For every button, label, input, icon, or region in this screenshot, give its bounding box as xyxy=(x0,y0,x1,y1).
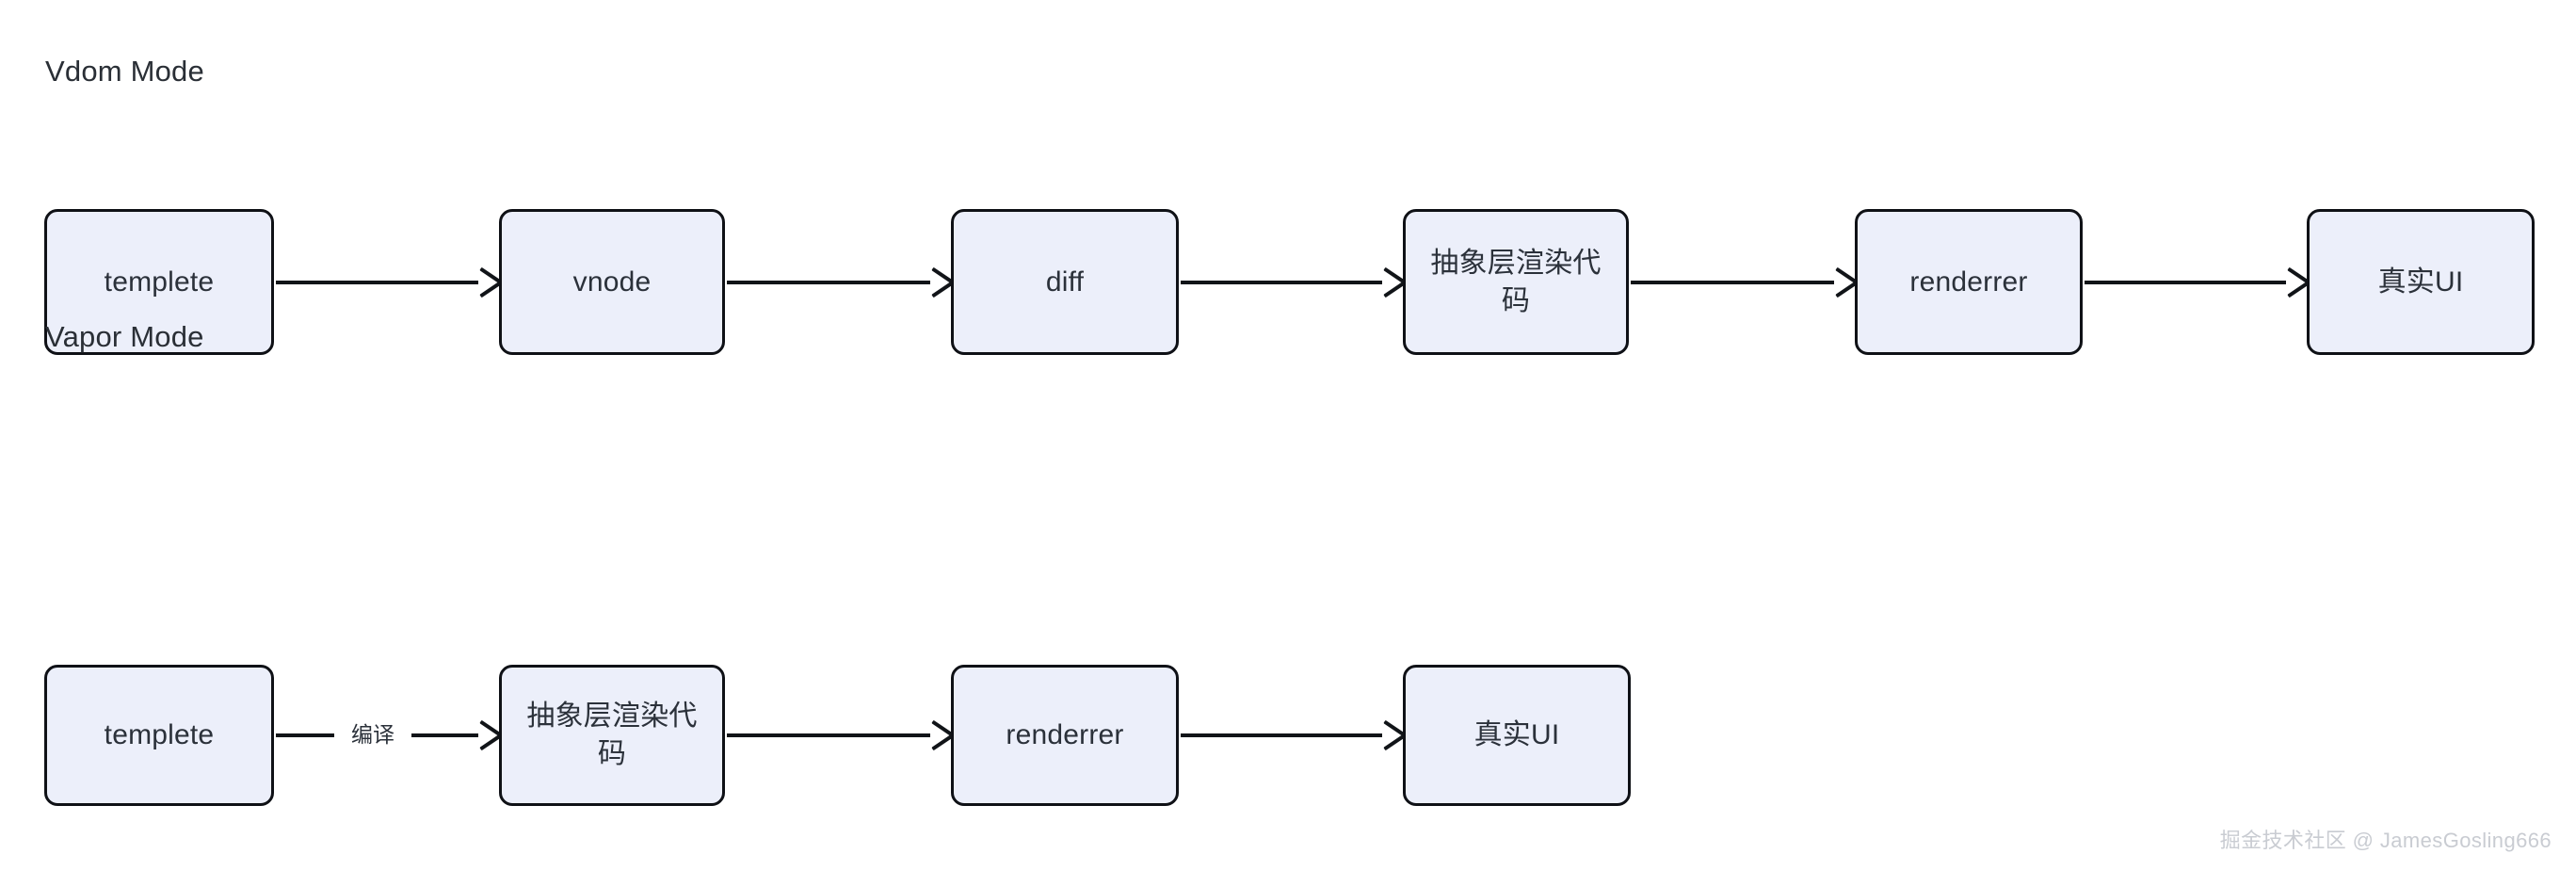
edge-vapor-3 xyxy=(1181,717,1401,754)
arrow-head-icon xyxy=(928,268,949,297)
arrow-head-icon xyxy=(2284,268,2305,297)
edge-line xyxy=(1631,281,1834,284)
edge-line xyxy=(727,281,930,284)
section-title-vapor: Vapor Mode xyxy=(45,320,204,353)
flow-row-vapor: templete 编译 抽象层渲染代码 renderrer 真实UI xyxy=(0,665,2576,815)
node-vapor-renderrer[interactable]: renderrer xyxy=(951,665,1179,806)
edge-label-compile: 编译 xyxy=(351,721,394,747)
section-title-vdom: Vdom Mode xyxy=(45,55,204,88)
node-vdom-render-code[interactable]: 抽象层渲染代码 xyxy=(1403,209,1629,355)
arrow-head-icon xyxy=(1832,268,1853,297)
watermark: 掘金技术社区 @ JamesGosling666 xyxy=(2219,829,2552,852)
node-vdom-vnode[interactable]: vnode xyxy=(499,209,725,355)
node-vdom-diff[interactable]: diff xyxy=(951,209,1179,355)
arrow-head-icon xyxy=(928,721,949,749)
edge-vdom-1 xyxy=(276,264,497,301)
edge-line xyxy=(2085,281,2286,284)
node-vapor-real-ui[interactable]: 真实UI xyxy=(1403,665,1631,806)
edge-line xyxy=(727,733,930,737)
node-vdom-real-ui[interactable]: 真实UI xyxy=(2307,209,2535,355)
edge-line xyxy=(1181,281,1382,284)
node-vapor-render-code[interactable]: 抽象层渲染代码 xyxy=(499,665,725,806)
edge-line xyxy=(276,281,478,284)
arrow-head-icon xyxy=(476,721,497,749)
edge-vapor-compile: 编译 xyxy=(276,717,497,754)
edge-vapor-2 xyxy=(727,717,949,754)
edge-line xyxy=(411,733,478,737)
edge-vdom-5 xyxy=(2085,264,2305,301)
edge-line xyxy=(276,733,334,737)
flow-row-vdom: templete vnode diff 抽象层渲染代码 renderrer 真实… xyxy=(0,209,2576,360)
arrow-head-icon xyxy=(1380,721,1401,749)
edge-vdom-4 xyxy=(1631,264,1853,301)
edge-line xyxy=(1181,733,1382,737)
node-vdom-renderrer[interactable]: renderrer xyxy=(1855,209,2083,355)
node-vdom-templete[interactable]: templete xyxy=(44,209,274,355)
arrow-head-icon xyxy=(1380,268,1401,297)
edge-vdom-2 xyxy=(727,264,949,301)
node-vapor-templete[interactable]: templete xyxy=(44,665,274,806)
edge-vdom-3 xyxy=(1181,264,1401,301)
arrow-head-icon xyxy=(476,268,497,297)
